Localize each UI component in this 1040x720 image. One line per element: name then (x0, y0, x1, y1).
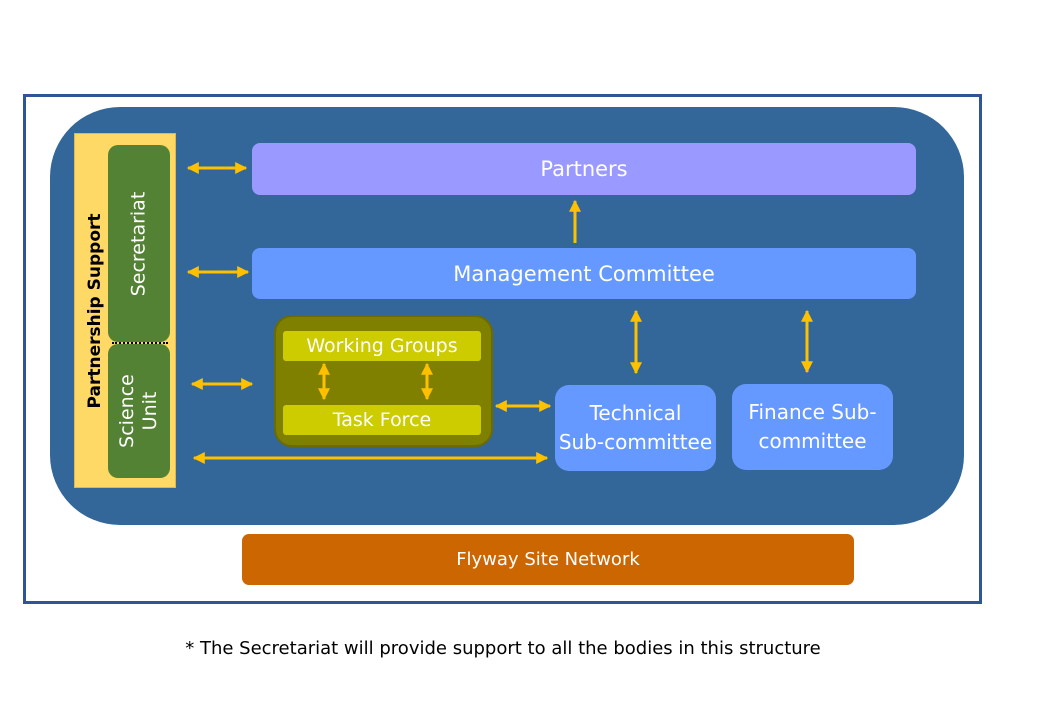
secretariat-box: Secretariat (108, 145, 170, 342)
partners-label: Partners (540, 157, 628, 181)
working-groups-box: Working Groups (283, 331, 481, 361)
management-committee-label: Management Committee (453, 261, 715, 286)
flyway-label: Flyway Site Network (456, 549, 640, 570)
finance-line1: Finance Sub- (748, 400, 877, 424)
technical-line2: Sub-committee (558, 430, 713, 454)
footnote: * The Secretariat will provide support t… (185, 638, 821, 659)
divider (112, 342, 168, 344)
outer-frame (23, 94, 982, 604)
flyway-site-network-box: Flyway Site Network (242, 534, 854, 585)
finance-subcommittee-box: Finance Sub-committee (732, 384, 893, 470)
working-groups-label: Working Groups (306, 335, 458, 357)
task-force-box: Task Force (283, 405, 481, 435)
technical-line1: Technical (589, 401, 682, 425)
finance-line2: committee (758, 429, 867, 453)
task-force-label: Task Force (332, 409, 432, 431)
management-committee-box: Management Committee (252, 248, 916, 299)
partners-box: Partners (252, 143, 916, 195)
